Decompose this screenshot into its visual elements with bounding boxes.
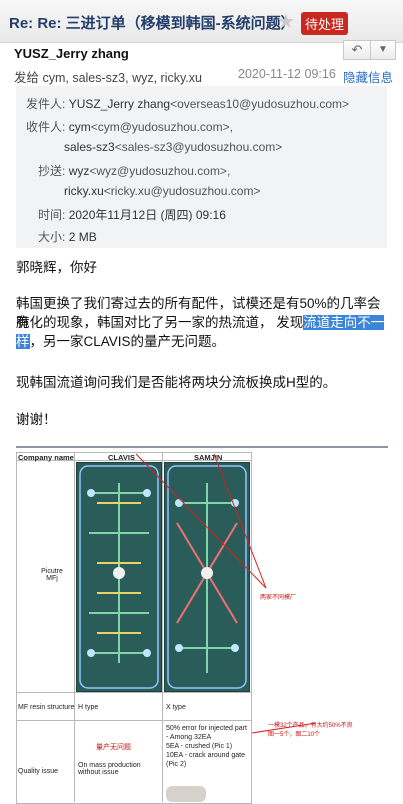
details-panel: 发件人: YUSZ_Jerry zhang<overseas10@yudosuz… — [16, 86, 387, 248]
header-clavis: CLAVIS — [108, 453, 135, 462]
samjin-structure: X type — [166, 704, 186, 711]
grid-line — [16, 460, 251, 461]
clavis-manifold-photo — [76, 462, 162, 692]
to-1-name[interactable]: cym — [68, 120, 91, 134]
clavis-quality: On mass production without issue — [78, 762, 141, 776]
paragraph-1-text: 脆化的现象，韩国对比了另一家的热流道， 发现 — [16, 315, 304, 330]
header-company: Company name — [18, 453, 74, 462]
grid-line — [74, 452, 75, 802]
from-label: 发件人: — [26, 97, 66, 111]
clavis-quality-note: 量产无问题 — [96, 744, 131, 751]
cc-2-address[interactable]: <ricky.xu@yudosuzhou.com> — [103, 184, 261, 198]
cc-1-name[interactable]: wyz — [68, 164, 90, 178]
from-address[interactable]: <overseas10@yudosuzhou.com> — [170, 97, 350, 111]
time-label: 时间: — [38, 208, 66, 222]
row-structure-label: MF resin structure — [18, 704, 75, 711]
time-row: 时间: 2020年11月12日 (周四) 09:16 — [38, 206, 226, 223]
chevron-down-icon[interactable]: ▼ — [370, 40, 396, 60]
to-2-address[interactable]: <sales-sz3@yudosuzhou.com> — [114, 140, 283, 154]
from-row: 发件人: YUSZ_Jerry zhang<overseas10@yudosuz… — [26, 95, 349, 112]
status-badge[interactable]: 待处理 — [301, 12, 349, 35]
samjin-manifold-photo — [164, 462, 250, 692]
to-2-name[interactable]: sales-sz3 — [64, 140, 115, 154]
thanks: 谢谢！ — [16, 412, 57, 427]
grid-line — [16, 720, 251, 721]
size-row: 大小: 2 MB — [38, 228, 97, 245]
title-bar: Re: Re: 三进订单（移模到韩国-系统问题） ★ 待处理 — [0, 0, 403, 43]
cc-row: 抄送: wyz<wyz@yudosuzhou.com>, — [38, 162, 230, 179]
row-picture-label: Picutre MFj — [41, 568, 63, 582]
selected-text-2: 样 — [16, 334, 30, 349]
cc-label: 抄送: — [38, 164, 66, 178]
time-value: 2020年11月12日 (周四) 09:16 — [68, 208, 226, 222]
manifold-photo-samjin — [167, 465, 247, 689]
selected-text: 流道走向不一 — [303, 315, 385, 330]
size-value: 2 MB — [68, 230, 97, 244]
paragraph-1-line-2: 脆化的现象，韩国对比了另一家的热流道， 发现流道走向不一 — [16, 313, 385, 332]
row-quality-label: Quality issue — [18, 768, 59, 775]
paragraph-1-line-1: 韩国更换了我们寄过去的所有配件，试模还是有50%的几率会有 — [16, 296, 381, 330]
paragraph-1-line-3: 样，另一家CLAVIS的量产无问题。 — [16, 332, 225, 351]
to-label: 收件人: — [26, 120, 66, 134]
email-subject: Re: Re: 三进订单（移模到韩国-系统问题） — [9, 15, 296, 32]
greeting: 郭晓辉，你好 — [16, 260, 97, 275]
recipients-summary: 发给 cym, sales-sz3, wyz, ricky.xu — [14, 71, 202, 85]
sent-datetime: 2020-11-12 09:16 — [238, 67, 336, 81]
paragraph-2: 现韩国流道询问我们是否能将两块分流板换成H型的。 — [16, 375, 337, 390]
cc-1-address[interactable]: <wyz@yudosuzhou.com>, — [89, 164, 231, 178]
part-photo — [166, 786, 206, 802]
to-1-address[interactable]: <cym@yudosuzhou.com>, — [90, 120, 233, 134]
sender-name: YUSZ_Jerry zhang — [14, 46, 129, 61]
cc-2-name[interactable]: ricky.xu — [64, 184, 104, 198]
grid-line — [16, 692, 251, 693]
star-icon[interactable]: ★ — [277, 11, 295, 33]
annotation-note-1: 两家不同模厂 — [260, 595, 297, 601]
size-label: 大小: — [38, 230, 66, 244]
grid-line — [162, 452, 163, 802]
to-row: 收件人: cym<cym@yudosuzhou.com>, — [26, 118, 233, 135]
samjin-quality: 50% error for injected part - Among 32EA… — [166, 725, 247, 768]
clavis-structure: H type — [78, 704, 99, 711]
cc-row-2: ricky.xu<ricky.xu@yudosuzhou.com> — [64, 184, 260, 198]
header-samjin: SAMJIN — [194, 453, 223, 462]
paragraph-1-text-2: ，另一家CLAVIS的量产无问题。 — [29, 334, 226, 349]
hide-details-link[interactable]: 隐藏信息 — [343, 71, 394, 85]
embedded-spreadsheet-image: Company name CLAVIS SAMJIN Picutre MFj 两… — [16, 446, 388, 804]
to-row-2: sales-sz3<sales-sz3@yudosuzhou.com> — [64, 140, 282, 154]
annotation-arrows — [135, 453, 317, 734]
from-name[interactable]: YUSZ_Jerry zhang — [68, 97, 171, 111]
reply-icon[interactable]: ↶ — [343, 40, 371, 60]
manifold-photo-clavis — [79, 465, 159, 689]
annotation-note-2: 一模32个产品，有大约50%不良 图一5个，图二10个 — [268, 723, 353, 738]
